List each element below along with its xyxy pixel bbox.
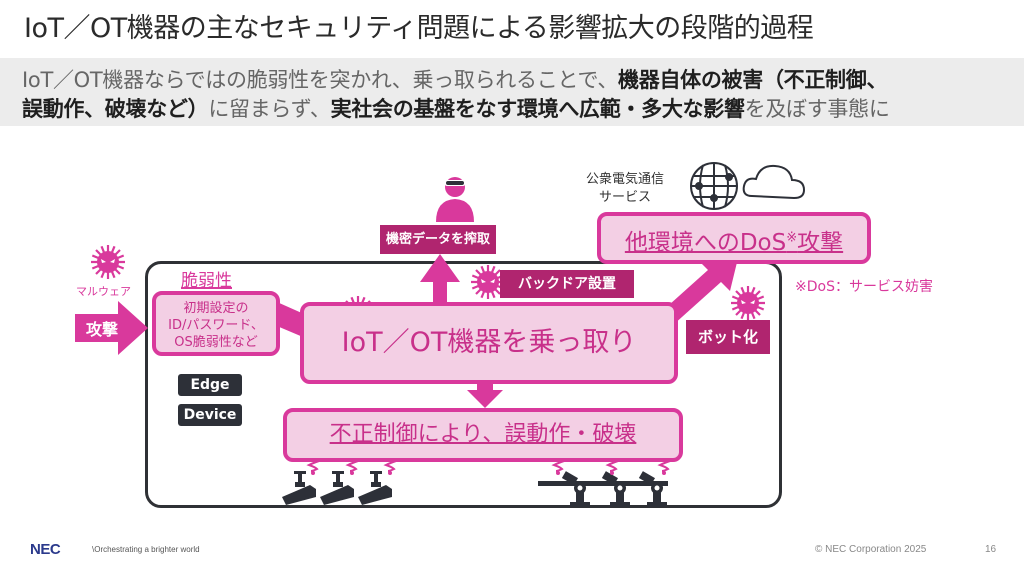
vulnerability-line: ID/パスワード、: [168, 318, 264, 333]
summary-line-2: 誤動作、破壊など）に留まらず、実社会の基盤をなす環境へ広範・多大な影響を及ぼす事…: [22, 93, 890, 123]
botnet-virus-icon: [729, 284, 767, 322]
dos-attack-label: 他環境へのDoS※攻撃: [625, 230, 843, 256]
summary-text: IoT／OT機器ならではの脆弱性を突かれ、乗っ取られることで、: [22, 68, 619, 92]
public-telecom-label: 公衆電気通信 サービス: [586, 171, 664, 207]
malware-label: マルウェア: [76, 285, 131, 298]
summary-text: を及ぼす事態に: [744, 97, 890, 121]
vulnerability-heading: 脆弱性: [181, 271, 232, 291]
robot-arm-icon: [601, 471, 630, 507]
attack-label: 攻撃: [86, 320, 119, 339]
summary-text-emphasis: 誤動作、破壊など）: [22, 97, 209, 121]
botnet-tag: ボット化: [686, 320, 770, 354]
device-tag: Device: [178, 404, 242, 426]
dos-attack-text: 他環境へのDoS: [624, 229, 787, 256]
edge-tag: Edge: [178, 374, 242, 396]
hijack-box: IoT／OT機器を乗っ取り: [300, 302, 678, 384]
summary-line-1: IoT／OT機器ならではの脆弱性を突かれ、乗っ取られることで、機器自体の被害（不…: [22, 64, 887, 94]
malware-virus-icon: [89, 243, 127, 281]
device-environment-frame: [145, 261, 782, 508]
camera-icon: [320, 471, 354, 505]
vulnerability-line: 初期設定の: [183, 301, 249, 316]
summary-text-emphasis: 実社会の基盤をなす環境へ広範・多大な影響: [330, 97, 745, 121]
summary-banner: [0, 58, 1024, 126]
vulnerability-box: 初期設定の ID/パスワード、 OS脆弱性など: [152, 291, 280, 356]
public-telecom-line: 公衆電気通信: [586, 172, 665, 187]
robot-arm-icon: [561, 471, 590, 507]
globe-icon: [690, 162, 738, 210]
hacker-icon: [436, 177, 474, 222]
camera-icon: [282, 471, 316, 505]
dos-attack-text: 攻撃: [797, 229, 844, 256]
conveyor-line: [538, 481, 668, 486]
malfunction-arrow: [467, 370, 503, 408]
data-theft-tag: 機密データを搾取: [380, 225, 496, 254]
attack-arrow: [75, 301, 148, 355]
camera-icon: [358, 471, 392, 505]
nec-logo: NEC: [30, 541, 61, 558]
data-theft-arrow: [420, 254, 460, 322]
vulnerability-line: OS脆弱性など: [174, 335, 258, 350]
cloud-icon: [742, 164, 806, 200]
dos-footnote: ※DoS：サービス妨害: [795, 279, 933, 295]
footer-copyright: © NEC Corporation 2025: [815, 544, 927, 555]
summary-text-emphasis: 機器自体の被害（不正制御、: [618, 68, 888, 92]
public-telecom-line: サービス: [599, 190, 652, 205]
dos-attack-box: 他環境へのDoS※攻撃: [597, 212, 871, 264]
page-number: 16: [985, 544, 997, 555]
dos-note-mark: ※: [786, 230, 798, 245]
malfunction-box: 不正制御により、誤動作・破壊: [283, 408, 683, 462]
backdoor-tag: バックドア設置: [500, 270, 634, 298]
summary-text: に留まらず、: [208, 97, 331, 121]
robot-arm-icon: [638, 471, 667, 507]
slide-title: IoT／OT機器の主なセキュリティ問題による影響拡大の段階的過程: [24, 13, 814, 44]
malfunction-label: 不正制御により、誤動作・破壊: [329, 422, 637, 447]
footer-tagline: \Orchestrating a brighter world: [92, 545, 200, 554]
